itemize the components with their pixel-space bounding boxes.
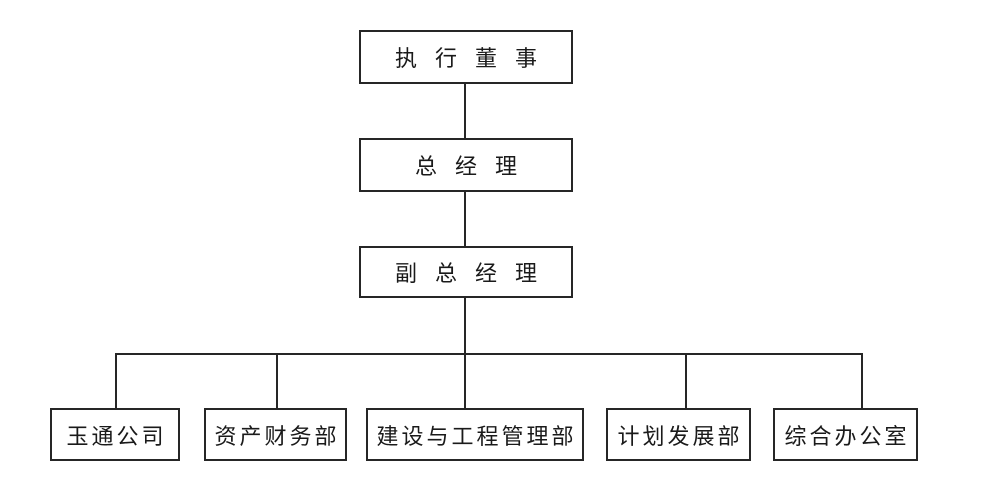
node-deputy-general-manager: 副总经理 bbox=[359, 246, 573, 298]
node-label-executive-director: 执行董事 bbox=[394, 46, 555, 71]
node-label-planning-development-department: 计划发展部 bbox=[617, 423, 743, 449]
node-construction-engineering-management-department: 建设与工程管理部 bbox=[366, 408, 584, 461]
node-label-construction-engineering-management-department: 建设与工程管理部 bbox=[376, 423, 577, 449]
connector-drop-construction-engineering-management-department bbox=[464, 353, 466, 408]
node-planning-development-department: 计划发展部 bbox=[606, 408, 751, 461]
node-label-general-manager: 总经理 bbox=[414, 154, 535, 179]
connector-deputy-general-manager-to-branch-bar bbox=[464, 298, 466, 353]
connector-general-manager-to-deputy-general-manager bbox=[464, 192, 466, 246]
node-label-deputy-general-manager: 副总经理 bbox=[394, 261, 555, 286]
node-general-office: 综合办公室 bbox=[773, 408, 918, 461]
node-label-general-office: 综合办公室 bbox=[784, 423, 910, 449]
connector-branch-horizontal-bar bbox=[115, 353, 863, 355]
node-asset-finance-department: 资产财务部 bbox=[204, 408, 347, 461]
connector-drop-yutong-company bbox=[115, 353, 117, 408]
connector-drop-asset-finance-department bbox=[276, 353, 278, 408]
connector-executive-director-to-general-manager bbox=[464, 84, 466, 138]
node-yutong-company: 玉通公司 bbox=[50, 408, 180, 461]
node-label-asset-finance-department: 资产财务部 bbox=[214, 423, 340, 449]
node-executive-director: 执行董事 bbox=[359, 30, 573, 84]
connector-drop-planning-development-department bbox=[685, 353, 687, 408]
connector-drop-general-office bbox=[861, 353, 863, 408]
node-label-yutong-company: 玉通公司 bbox=[66, 423, 167, 449]
node-general-manager: 总经理 bbox=[359, 138, 573, 192]
